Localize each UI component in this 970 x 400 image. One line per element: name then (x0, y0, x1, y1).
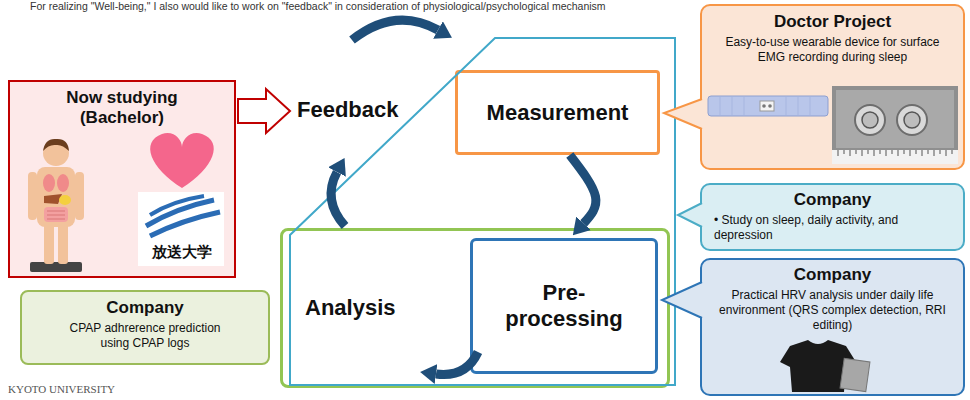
step-name: Pre-processing (499, 280, 629, 332)
callout-box: Doctor ProjectEasy-to-use wearable devic… (700, 4, 965, 170)
electrode-photo (904, 112, 920, 128)
callout-tail (664, 99, 704, 129)
anatomy-figure (28, 172, 37, 220)
sleeve-photo (708, 96, 828, 116)
university-logo (150, 196, 204, 215)
electrode-photo (836, 90, 954, 148)
university-logo (138, 192, 224, 266)
sleeve-photo (708, 96, 828, 116)
shirt-photo (840, 358, 870, 391)
anatomy-figure (43, 139, 69, 151)
cycle-arrow (352, 20, 438, 40)
sleeve-photo (762, 104, 766, 108)
callout-heading: Doctor Project (710, 12, 955, 32)
anatomy-figure (58, 222, 68, 264)
step-name: Analysis (305, 295, 396, 321)
callout-heading: Company (710, 265, 955, 285)
electrode-photo (897, 105, 927, 135)
block-arrow (238, 89, 290, 133)
anatomy-figure (44, 207, 68, 222)
anatomy-figure (37, 167, 75, 227)
sleeve-photo (768, 104, 772, 108)
group-box: Analysis Pre-processing (280, 228, 670, 388)
sleeve-photo (720, 97, 810, 115)
anatomy-figure (57, 174, 69, 192)
box-heading: Now studying (Bachelor) (47, 88, 197, 128)
anatomy-figure (30, 262, 82, 272)
university-logo (138, 192, 224, 266)
cycle-arrow (331, 172, 345, 226)
anatomy-figure (59, 195, 71, 205)
anatomy-figure (28, 139, 84, 272)
anatomy-figure (43, 174, 55, 192)
callout-heading: Company (32, 298, 258, 318)
study-box: Now studying (Bachelor) 放送大学 (8, 80, 236, 278)
step-name: Measurement (487, 100, 629, 126)
callout-text: • Study on sleep, daily activity, and de… (714, 213, 951, 243)
callout-text: CPAP adhrerence prediction using CPAP lo… (55, 321, 235, 351)
anatomy-figure (47, 211, 65, 219)
callout-tail (664, 99, 702, 129)
cycle-arrow (436, 352, 478, 375)
label-holder: KYOTO UNIVERSITY (8, 382, 115, 396)
electrode-photo (862, 112, 878, 128)
electrode-photo (855, 105, 885, 135)
anatomy-figure (43, 140, 69, 166)
shirt-photo (780, 340, 870, 392)
electrode-photo (832, 86, 958, 164)
anatomy-figure (44, 194, 62, 204)
anatomy-figure (44, 222, 54, 264)
label-holder: For realizing "Well-being," I also would… (30, 0, 606, 13)
callout-box: CompanyPractical HRV analysis under dail… (700, 258, 965, 396)
affiliation: KYOTO UNIVERSITY (8, 382, 115, 396)
cycle-region-outline (290, 38, 675, 385)
university-logo (146, 200, 214, 226)
callout-box: CompanyCPAP adhrerence prediction using … (20, 290, 270, 365)
sleeve-photo (760, 101, 774, 111)
callout-tail (662, 282, 704, 318)
callout-box: Company • Study on sleep, daily activity,… (700, 183, 965, 251)
process-box: Pre-processing (470, 238, 658, 374)
callout-heading: Company (714, 190, 951, 210)
university-logo (150, 212, 220, 236)
label-holder: Feedback (297, 97, 399, 123)
electrode-photo (832, 86, 958, 164)
electrode-photo (838, 150, 952, 156)
callout-text: Practical HRV analysis under daily life … (710, 288, 955, 333)
anatomy-figure (75, 172, 84, 220)
callout-tail (662, 282, 702, 318)
flow-arrow (570, 155, 596, 223)
callout-text: Easy-to-use wearable device for surface … (720, 35, 945, 65)
callout-tail (678, 203, 702, 227)
process-box: Measurement (455, 70, 660, 155)
heart-icon (150, 133, 214, 188)
header-note: For realizing "Well-being," I also would… (30, 0, 606, 13)
callout-tail (678, 203, 704, 227)
cycle-step: Feedback (297, 97, 399, 123)
shirt-photo (780, 340, 856, 392)
logo-text: 放送大学 (140, 243, 224, 262)
electrode-photo (832, 150, 958, 164)
